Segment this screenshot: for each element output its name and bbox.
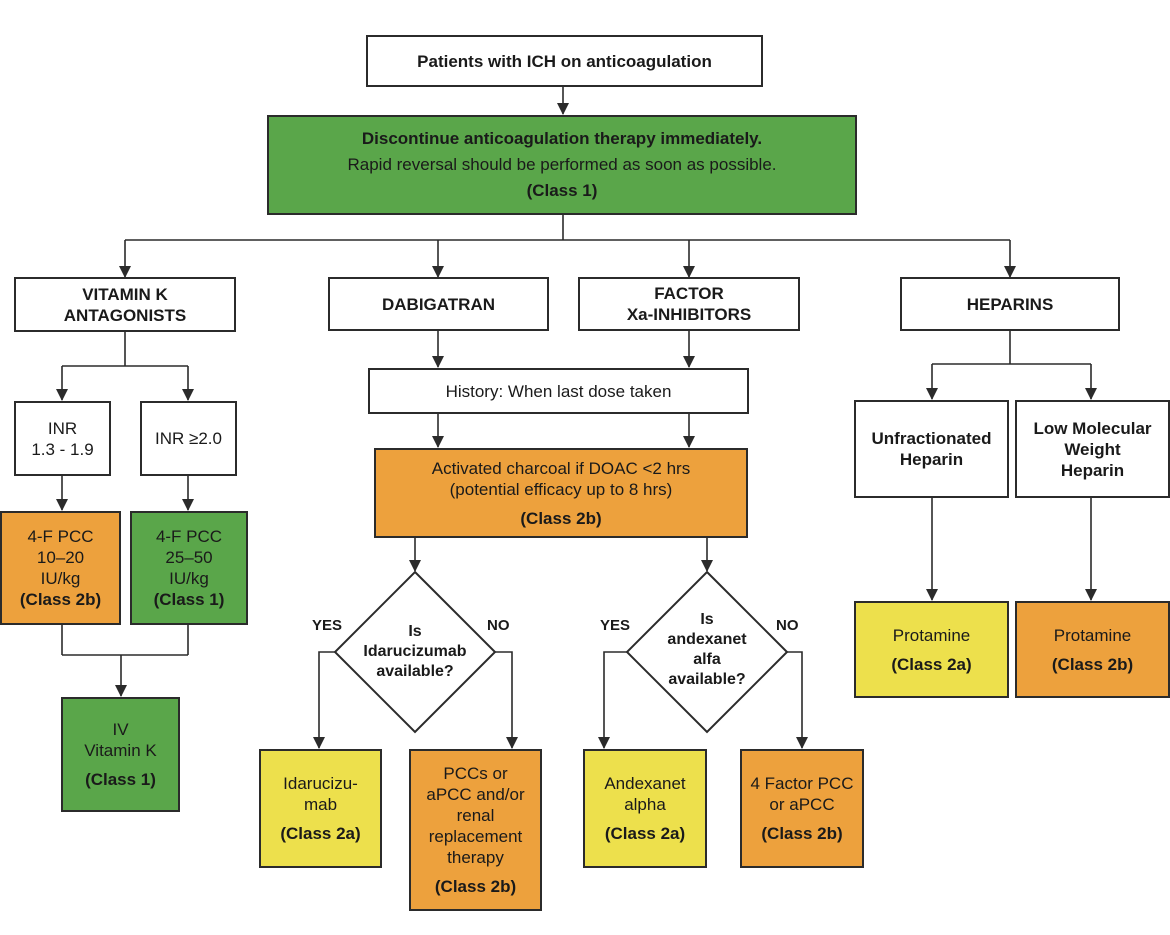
protamine-ufh-class: (Class 2a) bbox=[891, 654, 972, 674]
andexanet-question-line4: available? bbox=[668, 671, 746, 688]
pcc-renal-class: (Class 2b) bbox=[434, 877, 517, 896]
charcoal-line2: (potential efficacy up to 8 hrs) bbox=[449, 479, 673, 499]
dabigatran-yes-label: YES bbox=[312, 617, 343, 634]
vitamin-k-class: (Class 1) bbox=[85, 770, 156, 789]
pcc-low-class: (Class 2b) bbox=[19, 590, 102, 609]
four-factor-pcc-line1: 4 Factor PCC bbox=[750, 774, 854, 793]
vka-title-box: VITAMIN K ANTAGONISTS bbox=[14, 277, 236, 332]
vka-title-line1: VITAMIN K bbox=[82, 284, 168, 304]
vka-title-line2: ANTAGONISTS bbox=[63, 305, 187, 325]
heparins-title-box: HEPARINS bbox=[900, 277, 1120, 331]
ufh-box: Unfractionated Heparin bbox=[854, 400, 1009, 498]
pcc-high-box: 4-F PCC 25–50 IU/kg (Class 1) bbox=[130, 511, 248, 625]
start-node-label: Patients with ICH on anticoagulation bbox=[417, 51, 712, 71]
andexanet-class: (Class 2a) bbox=[604, 824, 686, 843]
inr-high-box: INR ≥2.0 bbox=[140, 401, 237, 476]
idarucizumab-question-line1: Is bbox=[408, 623, 422, 640]
pcc-low-line1: 4-F PCC bbox=[27, 527, 94, 546]
discontinue-line2: Rapid reversal should be performed as so… bbox=[347, 155, 777, 174]
andexanet-line2: alpha bbox=[624, 795, 666, 814]
dabigatran-title: DABIGATRAN bbox=[381, 294, 495, 314]
lmwh-line3: Heparin bbox=[1060, 460, 1125, 480]
protamine-lmwh-class: (Class 2b) bbox=[1051, 654, 1134, 674]
vitamin-k-line1: IV bbox=[112, 720, 129, 739]
pcc-high-line2: 25–50 bbox=[165, 548, 213, 567]
pcc-high-line1: 4-F PCC bbox=[155, 527, 223, 546]
xa-title-box: FACTOR Xa-INHIBITORS bbox=[578, 277, 800, 331]
pcc-low-line2: 10–20 bbox=[36, 548, 85, 567]
four-factor-pcc-line2: or aPCC bbox=[769, 795, 835, 814]
protamine-ufh-drug: Protamine bbox=[892, 625, 971, 645]
andexanet-line1: Andexanet bbox=[604, 774, 686, 793]
protamine-lmwh-drug: Protamine bbox=[1053, 625, 1132, 645]
lmwh-line2: Weight bbox=[1064, 439, 1121, 459]
discontinue-line1: Discontinue anticoagulation therapy imme… bbox=[361, 129, 763, 148]
vitamin-k-line2: Vitamin K bbox=[84, 741, 157, 760]
pcc-renal-box: PCCs or aPCC and/or renal replacement th… bbox=[409, 749, 542, 911]
pcc-high-line3: IU/kg bbox=[169, 569, 209, 588]
idarucizumab-box: Idarucizu- mab (Class 2a) bbox=[259, 749, 382, 868]
ufh-line2: Heparin bbox=[899, 450, 964, 469]
pcc-renal-line2: aPCC and/or bbox=[426, 785, 525, 804]
idarucizumab-question: Is Idarucizumab available? bbox=[340, 612, 490, 692]
inr-low-box: INR 1.3 - 1.9 bbox=[14, 401, 111, 476]
xa-title-line1: FACTOR bbox=[654, 284, 724, 303]
dabigatran-title-box: DABIGATRAN bbox=[328, 277, 549, 331]
discontinue-class: (Class 1) bbox=[526, 181, 598, 200]
ufh-line1: Unfractionated bbox=[871, 429, 992, 448]
xa-title-line2: Xa-INHIBITORS bbox=[626, 305, 752, 324]
four-factor-pcc-class: (Class 2b) bbox=[761, 824, 843, 843]
andexanet-box: Andexanet alpha (Class 2a) bbox=[583, 749, 707, 868]
idarucizumab-class: (Class 2a) bbox=[280, 824, 361, 843]
andexanet-question-line1: Is bbox=[700, 611, 714, 628]
history-label: History: When last dose taken bbox=[445, 381, 672, 401]
protamine-lmwh-box: Protamine (Class 2b) bbox=[1015, 601, 1170, 698]
heparins-title: HEPARINS bbox=[966, 294, 1054, 314]
lmwh-box: Low Molecular Weight Heparin bbox=[1015, 400, 1170, 498]
vitamin-k-box: IV Vitamin K (Class 1) bbox=[61, 697, 180, 812]
idarucizumab-line2: mab bbox=[303, 795, 338, 814]
lmwh-line1: Low Molecular bbox=[1033, 418, 1152, 438]
pcc-low-line3: IU/kg bbox=[40, 569, 81, 588]
idarucizumab-line1: Idarucizu- bbox=[283, 774, 358, 793]
charcoal-box: Activated charcoal if DOAC <2 hrs (poten… bbox=[374, 448, 748, 538]
pcc-renal-line4: replacement bbox=[428, 827, 523, 846]
pcc-renal-line5: therapy bbox=[447, 848, 504, 867]
discontinue-box: Discontinue anticoagulation therapy imme… bbox=[267, 115, 857, 215]
idarucizumab-question-line2: Idarucizumab bbox=[363, 643, 467, 660]
xa-yes-label: YES bbox=[600, 617, 631, 634]
history-box: History: When last dose taken bbox=[368, 368, 749, 414]
dabigatran-no-label: NO bbox=[487, 617, 510, 634]
pcc-high-class: (Class 1) bbox=[153, 590, 225, 609]
andexanet-question: Is andexanet alfa available? bbox=[632, 603, 782, 697]
idarucizumab-question-line3: available? bbox=[376, 663, 454, 680]
start-node-box: Patients with ICH on anticoagulation bbox=[366, 35, 763, 87]
inr-high-label: INR ≥2.0 bbox=[155, 429, 222, 448]
pcc-renal-line3: renal bbox=[456, 806, 495, 825]
inr-low-line2: 1.3 - 1.9 bbox=[31, 439, 94, 459]
four-factor-pcc-box: 4 Factor PCC or aPCC (Class 2b) bbox=[740, 749, 864, 868]
xa-no-label: NO bbox=[776, 617, 799, 634]
pcc-low-box: 4-F PCC 10–20 IU/kg (Class 2b) bbox=[0, 511, 121, 625]
andexanet-question-line2: andexanet bbox=[667, 631, 747, 648]
charcoal-line1: Activated charcoal if DOAC <2 hrs bbox=[431, 458, 691, 478]
pcc-renal-line1: PCCs or bbox=[443, 764, 508, 783]
protamine-ufh-box: Protamine (Class 2a) bbox=[854, 601, 1009, 698]
charcoal-class: (Class 2b) bbox=[520, 508, 602, 528]
andexanet-question-line3: alfa bbox=[693, 651, 721, 668]
inr-low-line1: INR bbox=[47, 418, 78, 438]
